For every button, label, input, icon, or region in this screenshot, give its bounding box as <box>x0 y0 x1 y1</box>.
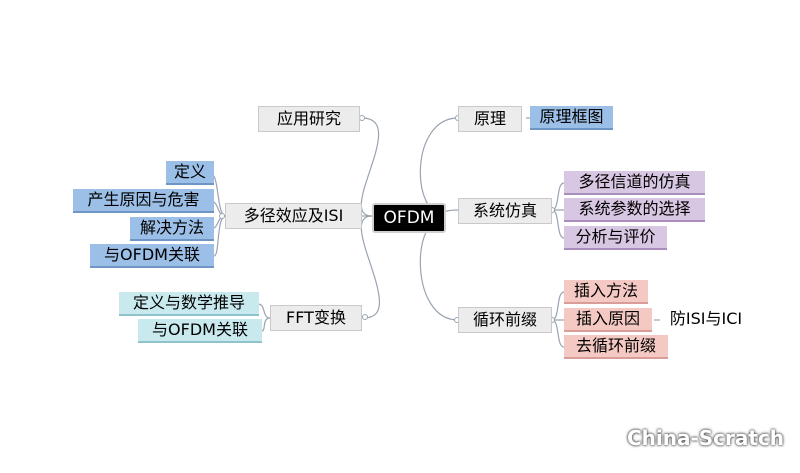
leaf-insert-method[interactable]: 插入方法 <box>564 280 648 304</box>
leaf-multipath-channel-sim[interactable]: 多径信道的仿真 <box>564 171 705 195</box>
leaf-definition-derivation[interactable]: 定义与数学推导 <box>119 292 259 316</box>
node-system-simulation[interactable]: 系统仿真 <box>458 198 552 224</box>
leaf-parameter-selection[interactable]: 系统参数的选择 <box>564 198 705 222</box>
node-principle[interactable]: 原理 <box>458 106 522 132</box>
node-multipath-isi[interactable]: 多径效应及ISI <box>225 203 362 229</box>
leaf-remove-prefix[interactable]: 去循环前缀 <box>564 335 668 359</box>
link-multipath-children <box>209 172 227 257</box>
leaf-cause-harm[interactable]: 产生原因与危害 <box>73 189 214 213</box>
connector-dot <box>219 213 225 219</box>
link-center-application <box>360 117 380 217</box>
center-node-ofdm[interactable]: OFDM <box>372 203 446 233</box>
leaf-fft-relation-ofdm[interactable]: 与OFDM关联 <box>138 319 262 343</box>
node-cyclic-prefix[interactable]: 循环前缀 <box>458 307 552 333</box>
leaf-block-diagram[interactable]: 原理框图 <box>530 106 613 130</box>
link-fft-children <box>257 303 271 332</box>
link-center-principle <box>419 117 459 217</box>
watermark-logo: China-Scratch <box>626 426 785 450</box>
leaf-definition[interactable]: 定义 <box>166 161 214 185</box>
leaf-solution[interactable]: 解决方法 <box>130 217 214 241</box>
link-center-fft <box>360 215 381 319</box>
leaf-prevent-isi-ici[interactable]: 防ISI与ICI <box>669 309 743 328</box>
leaf-analysis-evaluation[interactable]: 分析与评价 <box>564 226 667 250</box>
connector-dot <box>362 314 368 320</box>
node-fft[interactable]: FFT变换 <box>270 305 362 331</box>
leaf-insert-reason[interactable]: 插入原因 <box>564 308 652 332</box>
leaf-relation-ofdm[interactable]: 与OFDM关联 <box>90 244 214 268</box>
node-application-research[interactable]: 应用研究 <box>258 106 360 132</box>
